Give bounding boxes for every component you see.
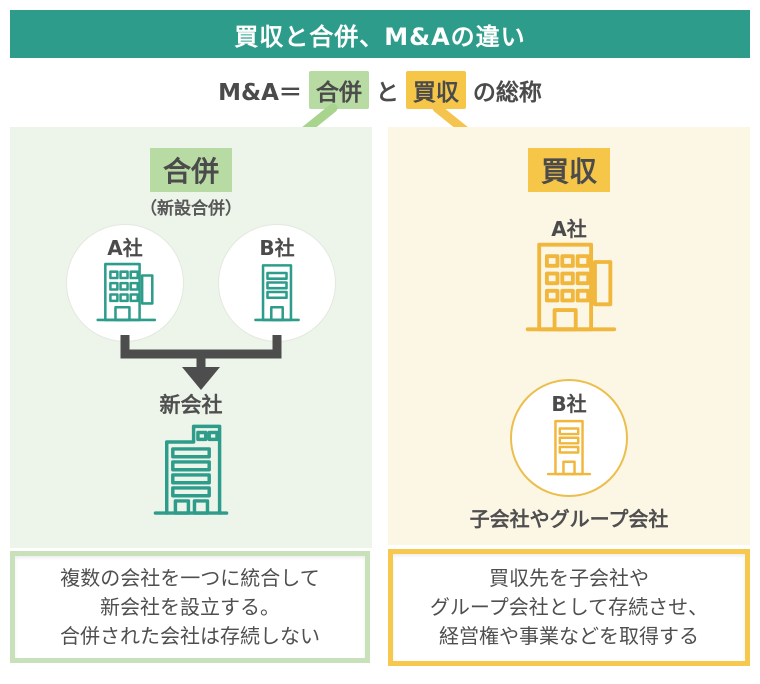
- merger-panel: 合併 （新設合併） A社 B社: [10, 127, 372, 548]
- subtitle-formula: M&A＝ 合併 と 買収 の総称: [0, 68, 760, 112]
- new-company-building-icon: [153, 424, 229, 515]
- acquired-company-b-label: B社: [551, 392, 587, 416]
- company-a-label: A社: [107, 236, 143, 260]
- merger-panel-subtitle: （新設合併）: [140, 199, 242, 219]
- merger-description-box: 複数の会社を一つに統合して 新会社を設立する。 合併された会社は存続しない: [10, 551, 370, 663]
- acquisition-description-box: 買収先を子会社や グループ会社として存続させ、 経営権や事業などを取得する: [388, 549, 750, 666]
- acquisition-panel: 買収 A社 B社 子会社やグループ会社: [388, 127, 750, 545]
- acquisition-description-line: グループ会社として存続させ、: [429, 595, 709, 619]
- subtitle-suffix: の総称: [472, 80, 542, 106]
- merger-description-line: 複数の会社を一つに統合して: [60, 565, 320, 590]
- acquired-company-b-building-icon: [546, 419, 592, 476]
- acquirer-company-a-building-icon: [525, 242, 617, 332]
- merger-company-b-circle: B社: [218, 224, 336, 342]
- merger-description-line: 新会社を設立する。: [100, 594, 280, 619]
- merger-term-chip: 合併: [308, 71, 369, 109]
- acquired-company-b-circle: B社: [510, 379, 628, 497]
- subtitle-connector: と: [375, 80, 399, 106]
- company-b-building-icon: [254, 264, 300, 322]
- new-company-label: 新会社: [159, 393, 223, 417]
- acquisition-description-line: 経営権や事業などを取得する: [439, 624, 699, 648]
- company-a-building-icon: [96, 262, 157, 322]
- page-title: 買収と合併、M&Aの違い: [234, 22, 526, 51]
- merger-panel-title: 合併: [149, 148, 233, 192]
- merge-connector-arrow: [120, 335, 282, 390]
- merger-description-line: 合併された会社は存続しない: [60, 623, 320, 648]
- company-b-label: B社: [259, 236, 295, 260]
- acquirer-company-a-label: A社: [551, 217, 587, 241]
- acquisition-panel-title: 買収: [527, 148, 611, 192]
- acquisition-description-line: 買収先を子会社や: [489, 566, 649, 590]
- header-bar: 買収と合併、M&Aの違い: [10, 10, 750, 58]
- acquisition-term-chip: 買収: [405, 71, 466, 109]
- subsidiary-caption: 子会社やグループ会社: [469, 507, 669, 531]
- merger-company-a-circle: A社: [66, 224, 184, 342]
- subtitle-prefix: M&A＝: [218, 80, 302, 106]
